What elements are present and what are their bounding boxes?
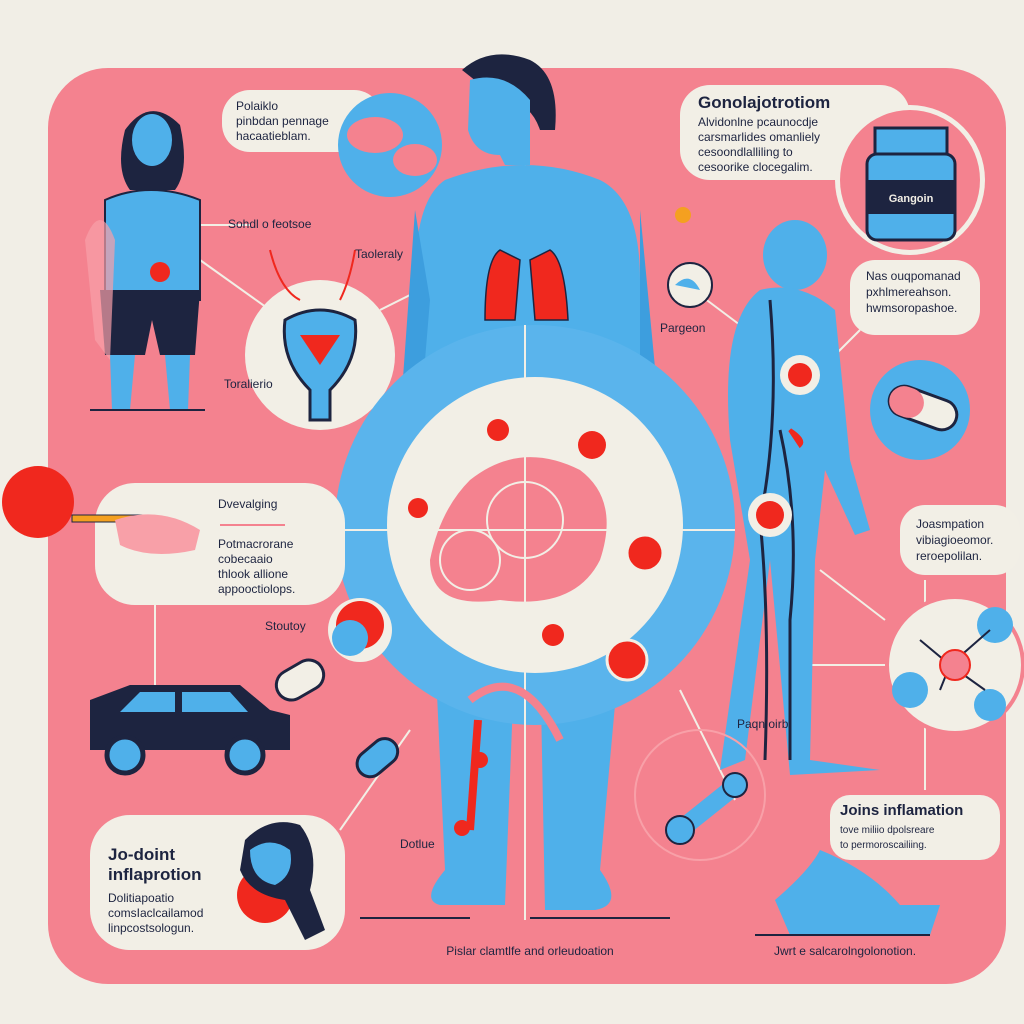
callout-text: pxhlmereahson. [866, 285, 951, 299]
callout-text: reroepolilan. [916, 549, 982, 563]
callout-text: to permoroscailiing. [840, 840, 927, 851]
callout-top-left: Polaiklo pinbdan pennage hacaatieblam. [222, 90, 442, 197]
callout-text: hacaatieblam. [236, 129, 311, 143]
medicine-jar-icon: Gangoin [865, 126, 957, 242]
callout-title: Dvevalging [218, 497, 277, 511]
cell-diagram [335, 325, 735, 742]
bone-icons [634, 729, 940, 936]
callout-text: thlook allione [218, 567, 288, 581]
label-paqn: Paqn oirb [737, 717, 789, 731]
label-toralierio: Toralierio [224, 377, 273, 391]
callout-text: Alvidonlne pcaunocdje [698, 115, 818, 129]
callout-text: linpcostsologun. [108, 921, 194, 935]
callout-text: Joasmpation [916, 517, 984, 531]
car-icon [90, 685, 290, 776]
callout-text: hwmsoropashoe. [866, 301, 957, 315]
callout-text: Dolitiapoatio [108, 891, 174, 905]
callout-title: Jo-doint [108, 845, 175, 864]
callout-title: inflaprotion [108, 865, 201, 884]
label-dotlue: Dotlue [400, 837, 435, 851]
callout-text: Potmacrorane [218, 537, 294, 551]
caption-center: Pislar clamtlfe and orleudoation [446, 944, 613, 958]
callout-text: cesoorike clocegalim. [698, 160, 813, 174]
callout-text: Polaiklo [236, 99, 278, 113]
jar-label: Gangoin [889, 193, 934, 205]
pill-inset [870, 360, 970, 460]
callout-text: cesoondlalliling to [698, 145, 793, 159]
callout-text: appooctiolops. [218, 582, 295, 596]
callout-bottom-left: Jo-doint inflaprotion Dolitiapoatio coms… [90, 815, 345, 950]
label-taoleraly: Taoleraly [355, 247, 403, 261]
callout-right-joint: Joasmpation vibiagioeomor. reroepolilan. [885, 505, 1024, 735]
callout-text: vibiagioeomor. [916, 533, 993, 547]
callout-text: cobecaaio [218, 552, 273, 566]
label-sohdl: Sohdl o feotsoe [228, 217, 312, 231]
hand-icon [237, 822, 325, 940]
callout-top-right: Gonolajotrotiom Alvidonlne pcaunocdje ca… [680, 85, 985, 335]
label-pargeon: Pargeon [660, 321, 705, 335]
callout-text: tove miliio dpolsreare [840, 825, 935, 836]
red-ball-icon [2, 466, 74, 538]
callout-text: comsIaclcailamod [108, 906, 203, 920]
capsule-icons [274, 598, 400, 779]
callout-text: pinbdan pennage [236, 114, 329, 128]
callout-title: Joins inflamation [840, 802, 963, 819]
callout-left-mid: Dvevalging Potmacrorane cobecaaio thlook… [2, 466, 345, 605]
uterus-inset [245, 249, 395, 430]
woman-figure [85, 111, 205, 411]
walking-man-figure [667, 207, 880, 775]
callout-text: carsmarlides omanliely [698, 130, 820, 144]
callout-bottom-right: Joins inflamation tove miliio dpolsreare… [830, 795, 1000, 860]
label-stoutoy: Stoutoy [265, 619, 306, 633]
callout-text: Nas ouqpomanad [866, 269, 961, 283]
callout-title: Gonolajotrotiom [698, 93, 830, 112]
caption-right: Jwrt e salcarolngolonotion. [774, 944, 916, 958]
